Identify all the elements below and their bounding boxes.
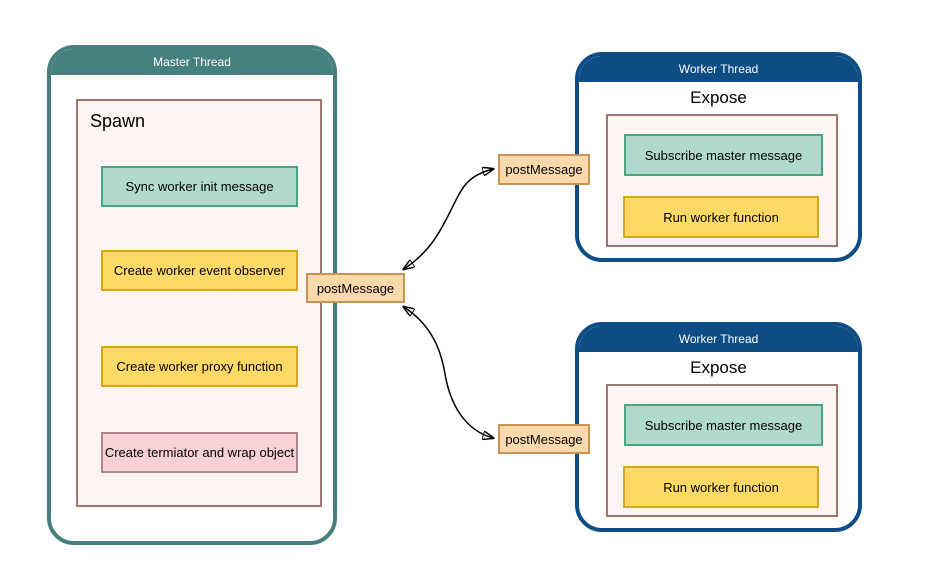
worker1-task-run-worker-function: Run worker function <box>623 196 819 238</box>
worker-thread-1-container: Worker Thread Expose Subscribe master me… <box>575 52 862 262</box>
worker-thread-1-header: Worker Thread <box>579 56 858 82</box>
worker1-expose-group-box: Subscribe master message Run worker func… <box>606 114 838 247</box>
worker2-task-run-worker-function: Run worker function <box>623 466 819 508</box>
arrow-master-to-worker2 <box>404 307 493 438</box>
worker-thread-2-title: Worker Thread <box>678 332 759 346</box>
task-create-terminator-and-wrap-object: Create termiator and wrap object <box>101 432 298 473</box>
master-thread-title: Master Thread <box>153 55 231 69</box>
master-thread-header: Master Thread <box>51 49 333 75</box>
worker-thread-1-title: Worker Thread <box>678 62 759 76</box>
worker2-postmessage-node: postMessage <box>498 424 590 454</box>
master-postmessage-node: postMessage <box>306 273 405 303</box>
worker-thread-2-container: Worker Thread Expose Subscribe master me… <box>575 322 862 532</box>
worker1-task-subscribe-master-message: Subscribe master message <box>624 134 823 176</box>
worker2-expose-group-box: Subscribe master message Run worker func… <box>606 384 838 517</box>
worker1-expose-label: Expose <box>690 88 747 107</box>
task-sync-worker-init-message: Sync worker init message <box>101 166 298 207</box>
worker2-expose-label: Expose <box>690 358 747 377</box>
task-create-worker-proxy-function: Create worker proxy function <box>101 346 298 387</box>
arrow-master-to-worker1 <box>404 169 493 269</box>
spawn-label: Spawn <box>90 111 146 131</box>
worker1-postmessage-node: postMessage <box>498 154 590 185</box>
worker2-task-subscribe-master-message: Subscribe master message <box>624 404 823 446</box>
master-thread-container: Master Thread Spawn Sync worker init mes… <box>47 45 337 545</box>
task-create-worker-event-observer: Create worker event observer <box>101 250 298 291</box>
worker-thread-2-header: Worker Thread <box>579 326 858 352</box>
spawn-group-box: Spawn Sync worker init message Create wo… <box>76 99 322 507</box>
